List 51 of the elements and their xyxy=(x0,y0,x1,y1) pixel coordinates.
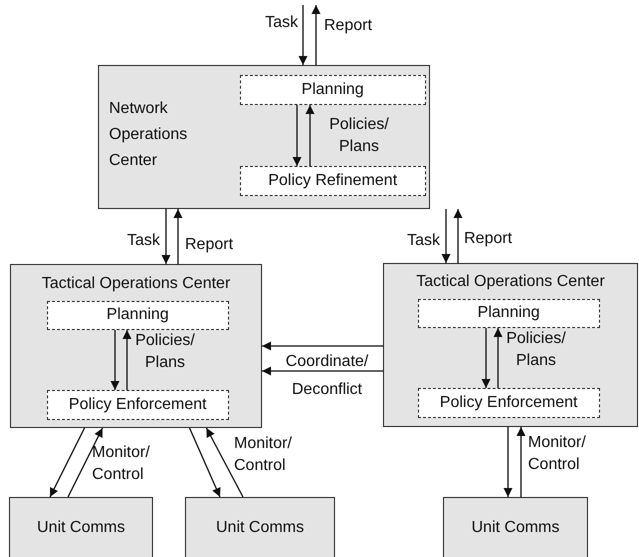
arrow xyxy=(494,328,502,388)
process-box xyxy=(10,264,262,428)
arrow xyxy=(442,209,450,263)
dashed-process-box: Planning xyxy=(46,300,229,330)
arrow xyxy=(298,5,308,65)
dashed-process-box: Policy Enforcement xyxy=(46,390,229,420)
edge-label: Policies/ Plans xyxy=(134,331,196,373)
arrow xyxy=(516,427,526,497)
dashed-process-box: Policy Enforcement xyxy=(418,388,600,418)
edge-label: Task xyxy=(264,13,298,33)
arrow xyxy=(188,428,221,498)
arrow xyxy=(454,209,462,263)
edge-label: Report xyxy=(185,235,234,255)
box-title: Tactical Operations Center xyxy=(40,274,232,294)
dashed-process-box: Policy Refinement xyxy=(240,166,426,196)
arrow xyxy=(174,209,182,264)
box-title: Unit Comms xyxy=(214,518,305,538)
edge-label: Monitor/ Control xyxy=(528,433,587,475)
edge-label: Task xyxy=(406,231,440,251)
edge-label: Report xyxy=(324,16,374,36)
edge-label: Policies/ Plans xyxy=(505,329,567,371)
box-title: Tactical Operations Center xyxy=(415,272,606,292)
arrow xyxy=(262,342,383,350)
box-title: Unit Comms xyxy=(36,518,126,538)
arrow xyxy=(312,5,320,65)
arrow xyxy=(67,428,104,498)
arrow xyxy=(262,366,383,376)
arrow xyxy=(122,330,132,390)
arrow xyxy=(49,428,86,498)
arrow xyxy=(292,105,302,166)
process-box xyxy=(185,497,335,557)
arrow xyxy=(306,105,314,166)
process-box xyxy=(383,263,638,427)
arrow xyxy=(482,328,490,388)
edge-label: Report xyxy=(464,229,514,249)
process-box xyxy=(443,497,588,557)
arrow xyxy=(206,428,244,498)
process-box xyxy=(98,65,430,209)
box-title: Network Operations Center xyxy=(109,99,188,171)
edge-label: Monitor/ Control xyxy=(92,443,151,485)
edge-label: Policies/ Plans xyxy=(328,115,390,157)
edge-label: Monitor/ Control xyxy=(234,434,293,476)
edge-label: Coordinate/ Deconflict xyxy=(284,352,370,400)
process-box xyxy=(9,497,153,557)
arrow xyxy=(110,330,120,390)
arrow xyxy=(162,209,170,264)
arrow xyxy=(504,427,512,497)
dashed-process-box: Planning xyxy=(418,298,600,328)
edge-label: Task xyxy=(126,231,160,251)
dashed-process-box: Planning xyxy=(240,74,426,105)
box-title: Unit Comms xyxy=(470,518,560,538)
